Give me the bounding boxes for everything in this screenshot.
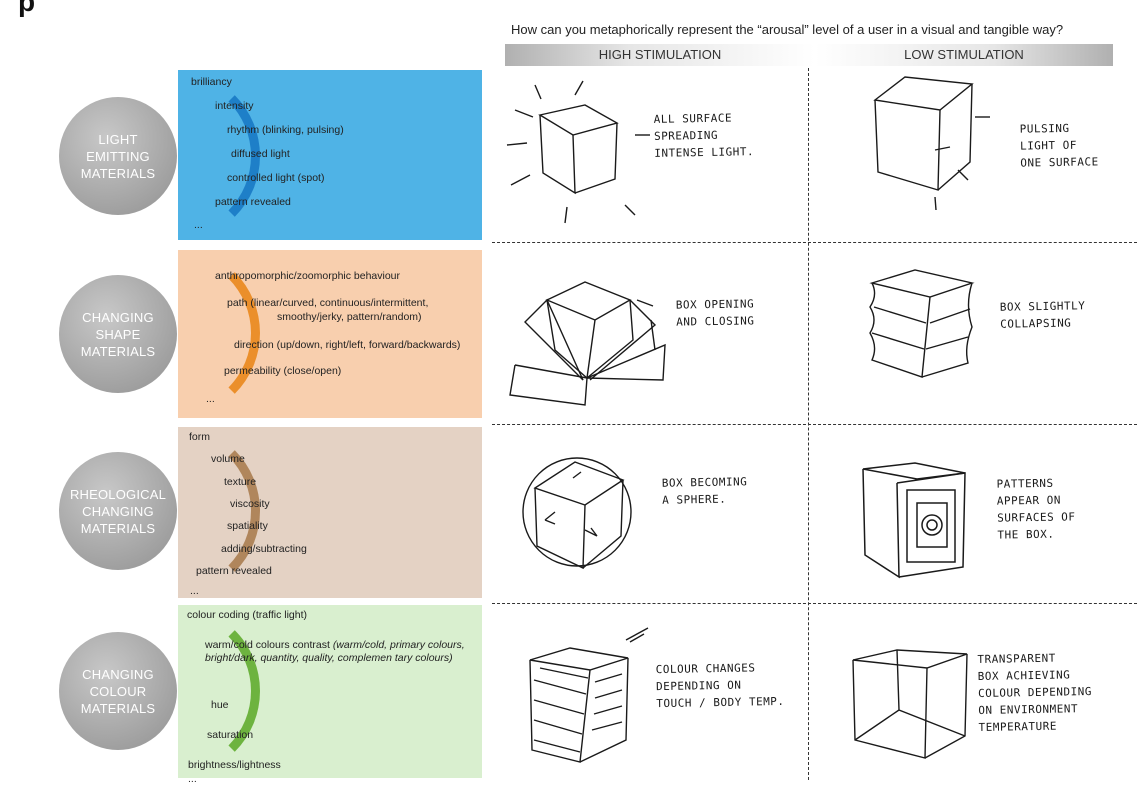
- category-title-line: CHANGING: [82, 666, 154, 682]
- list-item: ...: [194, 219, 203, 231]
- note-line: PATTERNS: [996, 476, 1054, 491]
- category-arc-shape: [88, 247, 260, 419]
- category-title-line: MATERIALS: [80, 700, 156, 716]
- list-item: brilliancy: [191, 76, 232, 88]
- list-item: rhythm (blinking, pulsing): [227, 124, 344, 136]
- sketch-patterned-box: [862, 462, 966, 579]
- category-circle-shape: CHANGING SHAPE MATERIALS: [59, 275, 177, 393]
- category-title-line: MATERIALS: [80, 165, 156, 181]
- list-item: intensity: [215, 100, 254, 112]
- sketch-note-high: ALL SURFACE SPREADING INTENSE LIGHT.: [654, 109, 755, 162]
- note-line: BOX ACHIEVING: [977, 668, 1071, 683]
- row-divider: [492, 242, 1137, 243]
- list-item: volume: [211, 453, 245, 465]
- category-title-line: COLOUR: [89, 683, 147, 699]
- list-item: texture: [224, 476, 257, 488]
- note-line: AND CLOSING: [676, 314, 755, 329]
- category-circle-rheological: RHEOLOGICAL CHANGING MATERIALS: [59, 452, 177, 570]
- sketch-note-low: PULSING LIGHT OF ONE SURFACE: [1020, 119, 1099, 171]
- row-divider: [492, 603, 1137, 604]
- note-line: THE BOX.: [997, 527, 1055, 542]
- note-line: SURFACES OF: [997, 510, 1076, 525]
- category-title-line: RHEOLOGICAL: [69, 486, 167, 502]
- list-item: adding/subtracting: [221, 543, 307, 555]
- sketch-transparent-box: [852, 649, 968, 759]
- note-line: SPREADING: [653, 128, 719, 143]
- note-line: A SPHERE.: [662, 492, 727, 507]
- sketch-note-low: PATTERNS APPEAR ON SURFACES OF THE BOX.: [996, 474, 1076, 543]
- list-item: path (linear/curved, continuous/intermit…: [227, 297, 429, 309]
- list-item-main: warm/cold colours contrast: [205, 639, 330, 651]
- column-header-low: LOW STIMULATION: [815, 44, 1113, 66]
- note-line: COLOUR DEPENDING: [977, 685, 1093, 700]
- list-item: brightness/lightness: [188, 759, 281, 771]
- category-title-line: EMITTING: [86, 148, 150, 164]
- page-header-fragment: p: [18, 0, 36, 17]
- list-item: viscosity: [230, 498, 270, 510]
- note-line: PULSING: [1019, 121, 1070, 136]
- category-title-line: MATERIALS: [80, 343, 156, 359]
- note-line: LIGHT OF: [1019, 138, 1078, 153]
- list-item: spatiality: [227, 520, 268, 532]
- note-line: TOUCH / BODY TEMP.: [656, 694, 785, 711]
- sketch-note-high: BOX BECOMING A SPHERE.: [662, 473, 748, 508]
- note-line: INTENSE LIGHT.: [654, 145, 755, 160]
- sketch-collapsing-box: [869, 269, 975, 378]
- sketch-note-low: TRANSPARENT BOX ACHIEVING COLOUR DEPENDI…: [977, 649, 1092, 736]
- category-title-line: MATERIALS: [80, 520, 156, 536]
- category-title-line: LIGHT: [98, 131, 138, 147]
- note-line: COLLAPSING: [1000, 316, 1072, 331]
- question-text: How can you metaphorically represent the…: [511, 22, 1064, 37]
- row-divider: [492, 424, 1137, 425]
- category-arc-colour: [88, 605, 260, 777]
- category-title-line: CHANGING: [82, 309, 154, 325]
- list-item: anthropomorphic/zoomorphic behaviour: [215, 270, 401, 282]
- note-line: ALL SURFACE: [653, 111, 733, 126]
- list-item: colour coding (traffic light): [187, 609, 308, 621]
- sketch-note-high: COLOUR CHANGES DEPENDING ON TOUCH / BODY…: [656, 659, 785, 712]
- list-item: direction (up/down, right/left, forward/…: [234, 339, 461, 351]
- list-item: ...: [190, 585, 199, 597]
- sketch-pulsing-cube: [873, 76, 990, 211]
- sketch-opening-box: [509, 281, 666, 406]
- list-item-detail: (warm/cold, primary colours, bright/dark…: [205, 639, 465, 664]
- note-line: BOX BECOMING: [661, 475, 748, 490]
- category-circle-colour: CHANGING COLOUR MATERIALS: [59, 632, 177, 750]
- list-item: pattern revealed: [196, 565, 272, 577]
- note-line: BOX SLIGHTLY: [999, 299, 1086, 314]
- sketch-sphere-box: [522, 457, 632, 570]
- note-line: TRANSPARENT: [977, 651, 1056, 666]
- sketch-striped-cube: [529, 627, 649, 763]
- list-item: pattern revealed: [215, 196, 291, 208]
- list-item: form: [189, 431, 210, 443]
- category-arc-rheological: [88, 425, 260, 597]
- sketch-note-high: BOX OPENING AND CLOSING: [676, 295, 755, 330]
- category-circle-light: LIGHT EMITTING MATERIALS: [59, 97, 177, 215]
- note-line: ON ENVIRONMENT: [978, 702, 1079, 717]
- list-item: ...: [188, 773, 197, 785]
- sketch-note-low: BOX SLIGHTLY COLLAPSING: [1000, 297, 1086, 332]
- list-item: controlled light (spot): [227, 172, 325, 184]
- list-item: warm/cold colours contrast (warm/cold, p…: [205, 639, 465, 665]
- list-item: hue: [211, 699, 229, 711]
- list-item: permeability (close/open): [224, 365, 342, 377]
- list-item: ...: [206, 393, 215, 405]
- list-item: smoothy/jerky, pattern/random): [277, 311, 422, 323]
- category-title-line: CHANGING: [82, 503, 154, 519]
- note-line: APPEAR ON: [996, 493, 1062, 508]
- note-line: BOX OPENING: [675, 297, 755, 312]
- note-line: ONE SURFACE: [1020, 155, 1099, 170]
- note-line: TEMPERATURE: [978, 719, 1058, 734]
- list-item: diffused light: [231, 148, 290, 160]
- column-header-high: HIGH STIMULATION: [505, 44, 815, 66]
- list-item: saturation: [207, 729, 254, 741]
- sketch-glowing-cube: [506, 80, 650, 224]
- category-arc-light: [88, 70, 260, 242]
- category-title-line: SHAPE: [95, 326, 141, 342]
